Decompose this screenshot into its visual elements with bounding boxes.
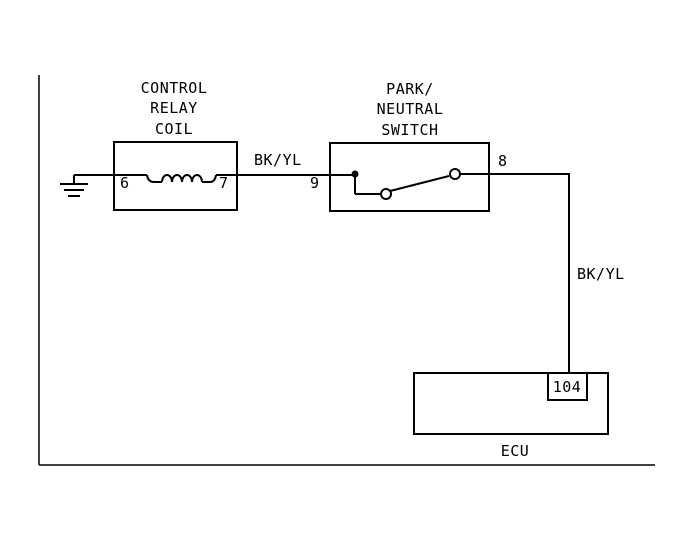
switch-title-line-2: NEUTRAL bbox=[377, 100, 444, 118]
ecu-module: 104 ECU bbox=[413, 372, 609, 460]
relay-title-line-3: COIL bbox=[155, 120, 193, 138]
wire-switch-to-ecu bbox=[460, 173, 570, 373]
relay-pin-left: 6 bbox=[120, 174, 130, 192]
switch-pin-left: 9 bbox=[310, 174, 320, 192]
wire-color-switch-ecu: BK/YL bbox=[577, 265, 625, 283]
switch-title-line-3: SWITCH bbox=[381, 121, 438, 139]
ecu-pin-box bbox=[547, 372, 588, 401]
ecu-box bbox=[413, 372, 609, 435]
relay-title-line-1: CONTROL bbox=[141, 79, 208, 97]
ecu-label: ECU bbox=[501, 442, 530, 460]
switch-title-line-1: PARK/ bbox=[386, 80, 434, 98]
relay-title-line-2: RELAY bbox=[150, 99, 198, 117]
switch-pin-right: 8 bbox=[498, 152, 508, 170]
control-relay-coil: CONTROL RELAY COIL 6 7 bbox=[113, 79, 238, 211]
ground-symbol-icon bbox=[60, 175, 88, 197]
switch-box bbox=[329, 142, 490, 212]
ecu-pin-label: 104 bbox=[553, 378, 582, 396]
park-neutral-switch: PARK/ NEUTRAL SWITCH 9 8 bbox=[310, 80, 508, 212]
diagram-frame bbox=[38, 75, 655, 466]
wire-color-relay-switch: BK/YL bbox=[254, 151, 302, 169]
coil-winding-icon bbox=[146, 174, 217, 183]
relay-pin-right: 7 bbox=[219, 174, 229, 192]
switch-contact-icon bbox=[351, 168, 461, 200]
